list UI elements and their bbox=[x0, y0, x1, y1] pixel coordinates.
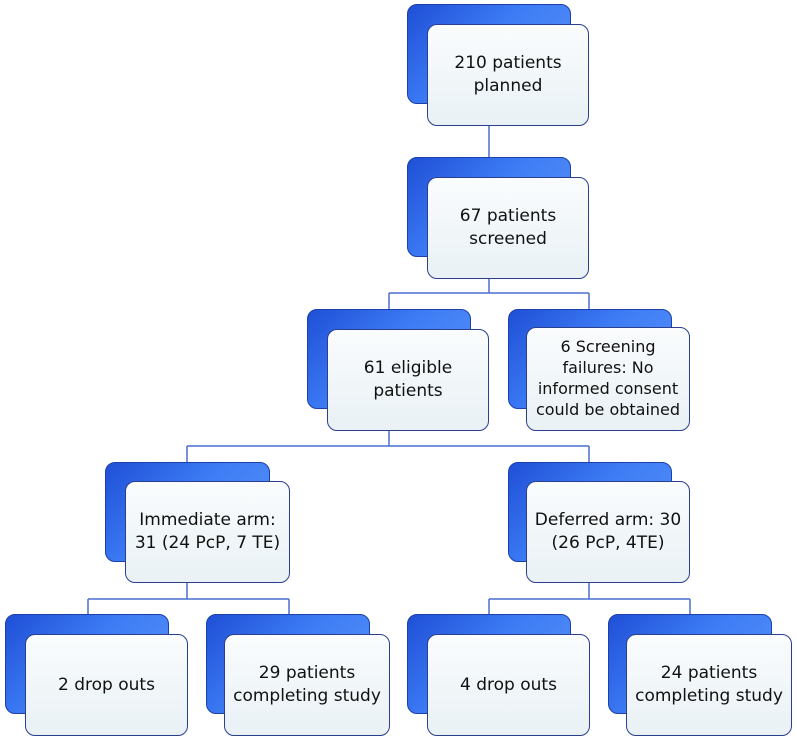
node-screened-text: 67 patients screened bbox=[459, 206, 557, 249]
node-screening-failures: 6 Screening failures: No informed consen… bbox=[508, 309, 690, 431]
node-immediate-arm-card: Immediate arm: 31 (24 PcP, 7 TE) bbox=[125, 481, 290, 583]
node-screening-failures-card: 6 Screening failures: No informed consen… bbox=[526, 327, 690, 431]
node-immediate-dropouts: 2 drop outs bbox=[5, 614, 188, 736]
node-immediate-arm: Immediate arm: 31 (24 PcP, 7 TE) bbox=[105, 462, 290, 583]
node-deferred-arm: Deferred arm: 30 (26 PcP, 4TE) bbox=[508, 462, 690, 583]
node-deferred-completing-card: 24 patients completing study bbox=[626, 634, 792, 736]
node-deferred-arm-text: Deferred arm: 30 (26 PcP, 4TE) bbox=[534, 510, 682, 553]
node-deferred-dropouts-card: 4 drop outs bbox=[427, 634, 590, 736]
node-screening-failures-text: 6 Screening failures: No informed consen… bbox=[535, 337, 681, 419]
node-immediate-completing: 29 patients completing study bbox=[206, 614, 390, 736]
node-screened-card: 67 patients screened bbox=[427, 177, 589, 279]
node-deferred-dropouts: 4 drop outs bbox=[407, 614, 590, 736]
node-immediate-completing-text: 29 patients completing study bbox=[233, 663, 381, 706]
node-eligible: 61 eligible patients bbox=[307, 309, 489, 431]
node-planned-text: 210 patients planned bbox=[454, 53, 562, 96]
node-planned-card: 210 patients planned bbox=[427, 24, 589, 126]
node-deferred-completing-text: 24 patients completing study bbox=[635, 663, 783, 706]
node-planned: 210 patients planned bbox=[407, 4, 589, 126]
node-eligible-text: 61 eligible patients bbox=[363, 358, 453, 401]
node-deferred-completing: 24 patients completing study bbox=[608, 614, 792, 736]
node-immediate-dropouts-text: 2 drop outs bbox=[58, 674, 155, 695]
node-immediate-completing-card: 29 patients completing study bbox=[224, 634, 390, 736]
node-immediate-arm-text: Immediate arm: 31 (24 PcP, 7 TE) bbox=[134, 510, 281, 553]
node-immediate-dropouts-card: 2 drop outs bbox=[25, 634, 188, 736]
node-eligible-card: 61 eligible patients bbox=[327, 329, 489, 431]
node-screened: 67 patients screened bbox=[407, 157, 589, 279]
node-deferred-dropouts-text: 4 drop outs bbox=[460, 674, 557, 695]
node-deferred-arm-card: Deferred arm: 30 (26 PcP, 4TE) bbox=[526, 481, 690, 583]
